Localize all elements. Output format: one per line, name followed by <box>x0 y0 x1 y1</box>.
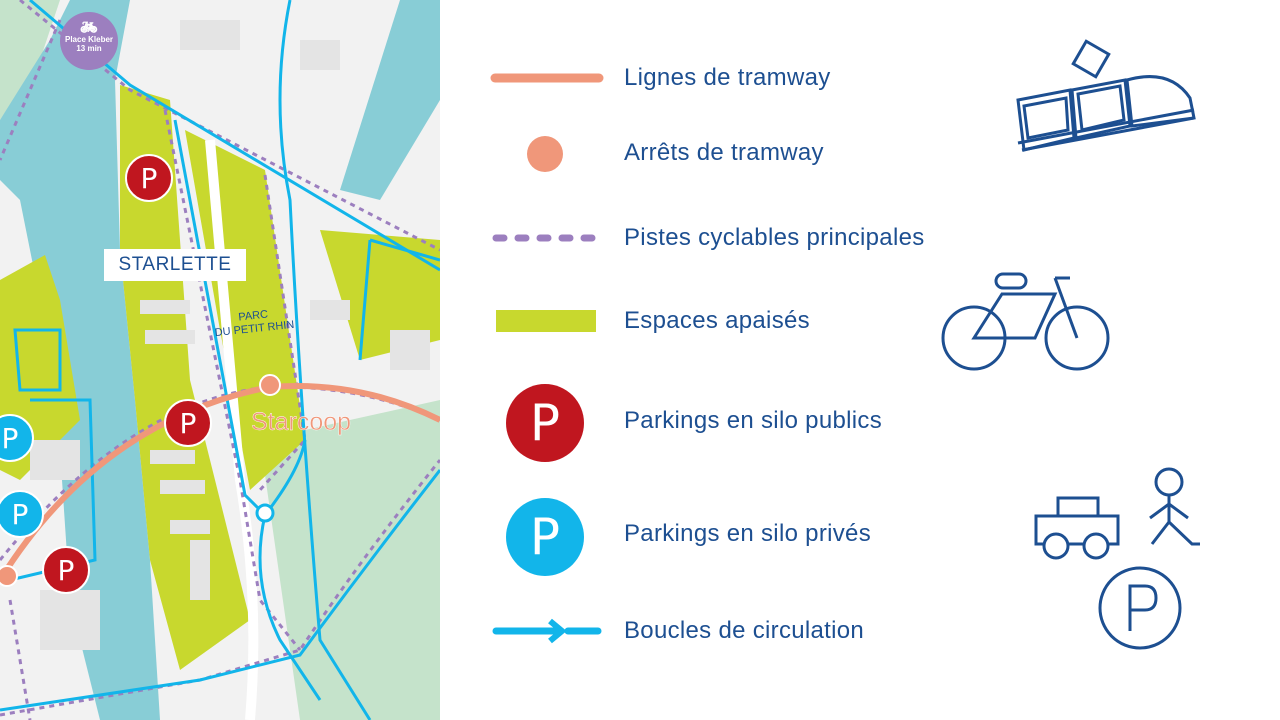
public-parking-marker[interactable]: P <box>125 154 173 202</box>
river <box>0 0 160 720</box>
private-parking-symbol: P <box>506 498 584 576</box>
public-parking-marker[interactable]: P <box>164 399 212 447</box>
cycle-paths <box>0 0 440 720</box>
public-parking-symbol: P <box>506 384 584 462</box>
legend-label-tram-stops: Arrêts de tramway <box>624 139 824 166</box>
legend-label-calm-spaces: Espaces apaisés <box>624 307 810 334</box>
legend-label-public-parking: Parkings en silo publics <box>624 407 882 434</box>
tram-stop-symbol <box>527 136 563 172</box>
badge-time: 13 min <box>76 44 102 53</box>
legend-label-private-parking: Parkings en silo privés <box>624 520 872 547</box>
cycle-path-symbol <box>492 234 602 242</box>
tram-stop-label: Starcoop <box>251 408 352 436</box>
car-pedestrian-parking-icon <box>1034 467 1200 650</box>
river <box>340 0 440 200</box>
legend-label-cycle-paths: Pistes cyclables principales <box>624 224 925 251</box>
calm-space-symbol <box>496 310 596 332</box>
tram-stop <box>259 374 281 396</box>
tram-line <box>0 382 440 582</box>
legend-label-tram-lines: Lignes de tramway <box>624 64 831 91</box>
bicycle-icon <box>941 272 1110 371</box>
road <box>205 139 259 720</box>
circulation-loop-symbol <box>492 618 602 644</box>
badge-title: Place Kleber <box>64 35 114 44</box>
place-kleber-badge[interactable]: 🚲︎ Place Kleber 13 min <box>60 12 118 70</box>
map[interactable]: 🚲︎ Place Kleber 13 min STARLETTE PARC DU… <box>0 0 440 720</box>
legend-label-circulation-loops: Boucles de circulation <box>624 617 865 644</box>
green-space <box>120 85 250 670</box>
roundabout <box>255 503 275 523</box>
map-canvas <box>0 0 440 720</box>
tram-stop <box>0 565 18 587</box>
district-label: STARLETTE <box>104 249 246 281</box>
bicycle-icon: 🚲︎ <box>80 19 98 35</box>
park-area <box>0 0 60 120</box>
private-parking-marker[interactable]: P <box>0 490 44 538</box>
tram-icon <box>1016 39 1196 152</box>
park-area <box>260 400 440 720</box>
green-space <box>320 230 440 360</box>
public-parking-marker[interactable]: P <box>42 546 90 594</box>
tram-line-symbol <box>490 73 604 83</box>
